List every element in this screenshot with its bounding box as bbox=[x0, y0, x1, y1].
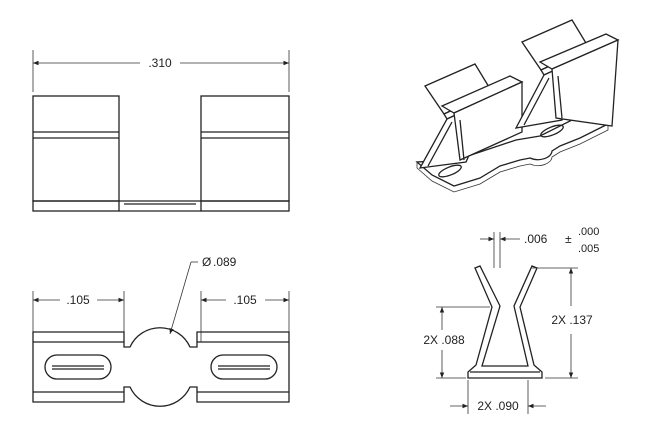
overall-width-label: .310 bbox=[148, 56, 172, 70]
isometric-view bbox=[415, 19, 620, 193]
thickness-label: .006 bbox=[524, 232, 548, 246]
left-tab-length-label: .105 bbox=[66, 293, 90, 307]
short-leg-height-label: 2X .088 bbox=[423, 333, 465, 347]
hole-diameter-label: .089 bbox=[213, 255, 237, 269]
thickness-tolerance-symbol: ± bbox=[565, 232, 572, 246]
tall-leg-height-label: 2X .137 bbox=[551, 313, 593, 327]
base-width-label: 2X .090 bbox=[477, 399, 519, 413]
top-view: .105 .105 Ø .089 bbox=[32, 255, 290, 407]
front-view: .310 bbox=[32, 50, 290, 212]
hole-diameter-symbol: Ø bbox=[202, 255, 211, 269]
thickness-lower-tolerance: .005 bbox=[578, 243, 599, 255]
right-tab-length-label: .105 bbox=[233, 293, 257, 307]
thickness-upper-tolerance: .000 bbox=[578, 226, 599, 238]
side-view: .006 ± .000 .005 2X .137 2X .088 2X .090 bbox=[423, 226, 599, 414]
